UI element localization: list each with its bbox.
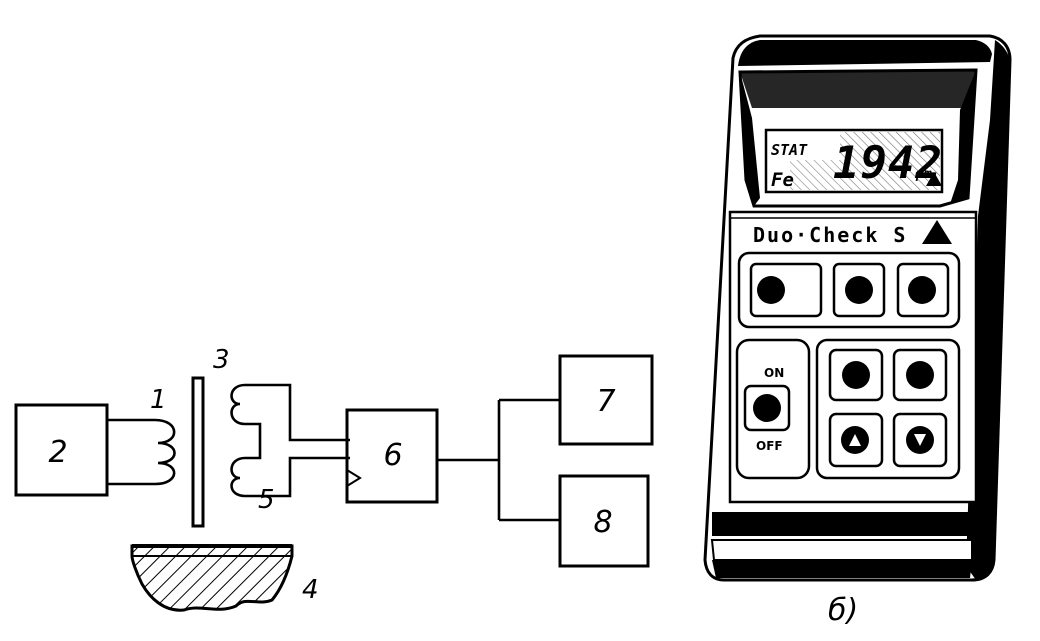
power-off-label: OFF [756, 439, 783, 453]
grip-band-lower [712, 560, 972, 578]
duo-check-device: STAT Fe 1942 μm Duo·Check S ON OFF [703, 34, 1012, 582]
figure-caption: б) [828, 593, 858, 628]
display-mode-text: STAT [771, 141, 808, 159]
brand-label: Duo·Check S [753, 223, 907, 247]
lcd-screen: STAT Fe 1942 μm [764, 128, 944, 194]
block-6-label: 6 [383, 438, 402, 473]
schematic: 2 1 3 4 5 [14, 345, 654, 612]
block-2: 2 [14, 403, 109, 497]
block-7-label: 7 [596, 384, 615, 419]
keypad-button-1-knob[interactable] [842, 361, 870, 389]
block-2-label: 2 [48, 435, 67, 470]
power-on-label: ON [764, 366, 784, 380]
display-value: 1942 [833, 138, 943, 189]
block-7: 7 [558, 354, 654, 446]
function-button-1-knob[interactable] [757, 276, 785, 304]
display-indicator-icon [926, 172, 942, 186]
power-switch[interactable]: ON OFF [735, 338, 811, 480]
function-button-3-knob[interactable] [908, 276, 936, 304]
brand-logo-icon [922, 220, 952, 244]
specimen-4-label: 4 [302, 575, 319, 605]
block-6: 6 [345, 408, 439, 504]
power-button-knob[interactable] [753, 394, 781, 422]
plate-3-label: 3 [213, 345, 230, 375]
display-material-text: Fe [771, 169, 794, 191]
coil-1-label: 1 [150, 385, 167, 415]
measuring-coils-5: 5 [230, 383, 350, 515]
output-wiring [437, 398, 560, 522]
keypad-button-2-knob[interactable] [906, 361, 934, 389]
block-8: 8 [558, 474, 650, 568]
plate-3: 3 [191, 345, 230, 528]
coil-5-label: 5 [258, 485, 275, 515]
block-8-label: 8 [593, 505, 612, 540]
display-unit: μm [915, 167, 932, 182]
up-arrow-icon [849, 434, 861, 446]
grip-band-upper [712, 512, 990, 536]
specimen-4: 4 [130, 544, 319, 612]
down-arrow-icon [914, 434, 926, 446]
excitation-coil-1: 1 [107, 385, 176, 486]
function-button-2-knob[interactable] [845, 276, 873, 304]
